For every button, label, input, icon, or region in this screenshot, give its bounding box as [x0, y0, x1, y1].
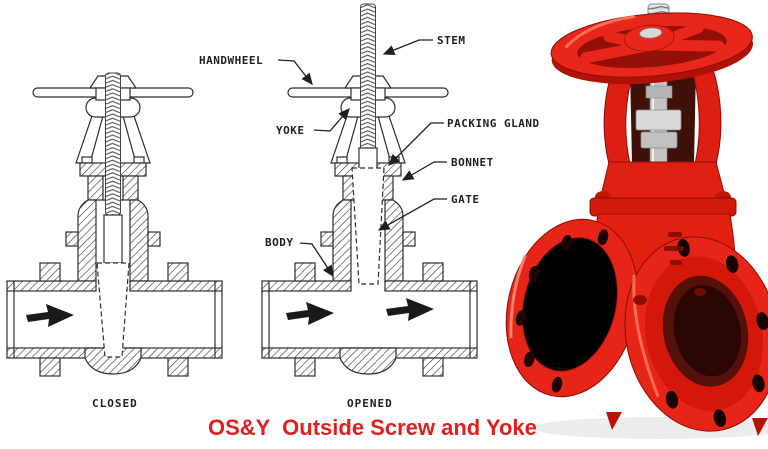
- label-handwheel: HANDWHEEL: [199, 54, 264, 67]
- label-yoke: YOKE: [276, 124, 305, 137]
- caption-closed: CLOSED: [92, 397, 138, 410]
- label-body: BODY: [265, 236, 294, 249]
- label-gate: GATE: [451, 193, 480, 206]
- label-stem: STEM: [437, 34, 466, 47]
- label-packing-gland: PACKING GLAND: [447, 117, 540, 130]
- leader-lines: [277, 39, 447, 278]
- caption-opened: OPENED: [347, 397, 393, 410]
- label-bonnet: BONNET: [451, 156, 494, 169]
- opened-valve-diagram: [261, 3, 478, 377]
- valve-photo: [505, 3, 768, 439]
- closed-valve-diagram: [6, 72, 223, 377]
- figure-title: OS&Y Outside Screw and Yoke: [208, 415, 537, 440]
